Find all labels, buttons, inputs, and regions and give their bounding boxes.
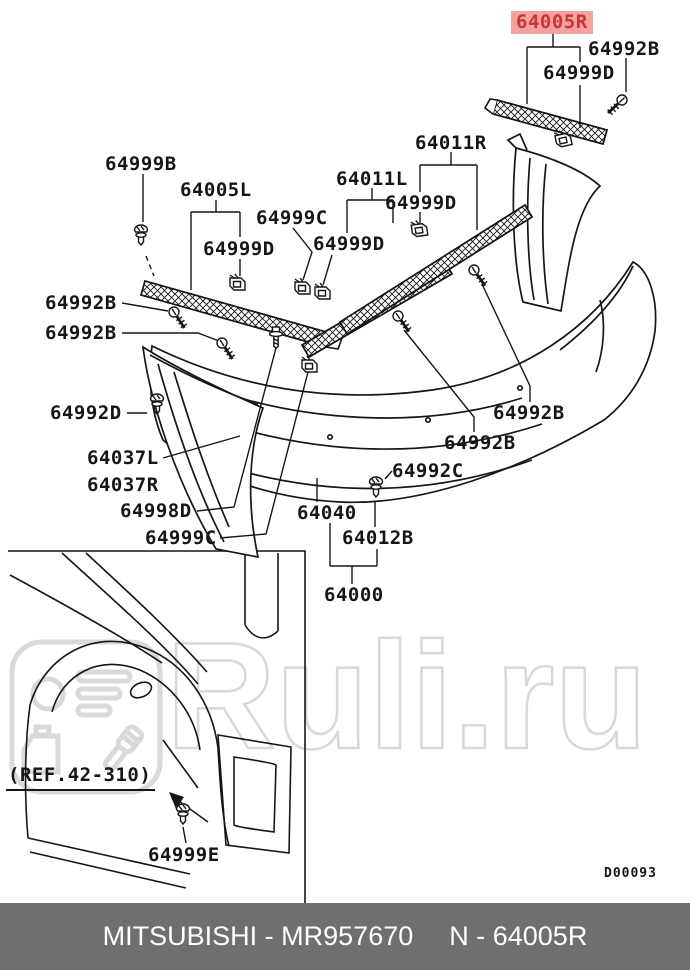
clip-64999C-bottom	[301, 355, 318, 373]
footer-page-ref: N - 64005R	[449, 921, 588, 951]
inset-quarter-panel	[8, 550, 306, 903]
footer-bar: MITSUBISHI - MR957670 N - 64005R	[0, 903, 690, 970]
corner-piece-left-art	[141, 345, 265, 559]
watermark-text: Ruli.ru	[166, 611, 647, 781]
clip-64999C-top	[294, 277, 311, 295]
part-label-64999D-c: 64999D	[385, 192, 457, 214]
part-label-64037L: 64037L	[87, 447, 159, 469]
part-label-64999D-top: 64999D	[543, 62, 615, 84]
part-label-64999C-bottom: 64999C	[145, 527, 217, 549]
part-label-64040: 64040	[297, 502, 357, 524]
part-label-64999C-top: 64999C	[256, 207, 328, 229]
bar-64005R	[483, 98, 608, 145]
part-label-64999E: 64999E	[148, 844, 220, 866]
leader-lines	[121, 33, 627, 844]
footer-brand-part: MITSUBISHI - MR957670	[102, 921, 414, 951]
part-label-64000: 64000	[324, 584, 384, 606]
part-label-64005L: 64005L	[180, 179, 252, 201]
screw-64992B-right1	[465, 263, 491, 288]
part-label-64011L: 64011L	[336, 168, 408, 190]
bar-64011R	[338, 203, 534, 336]
screw-64992B-right2	[389, 309, 415, 334]
part-label-64999D-b: 64999D	[203, 238, 275, 260]
screw-64992B-top	[606, 93, 628, 116]
clip-64999D-b	[229, 273, 246, 291]
part-label-64011R: 64011R	[415, 132, 487, 154]
part-label-64992B-right1: 64992B	[493, 402, 565, 424]
part-label-64005R-highlighted[interactable]: 64005R	[511, 11, 593, 34]
arrow-head	[169, 792, 184, 809]
part-label-64999D-d: 64999D	[313, 233, 385, 255]
part-label-64992C: 64992C	[392, 460, 464, 482]
part-label-64992B-left1: 64992B	[45, 292, 117, 314]
pin-64999B	[133, 224, 149, 246]
clip-64999D-d	[314, 282, 331, 300]
watermark-logo	[9, 639, 163, 795]
dashed-leader	[145, 255, 155, 277]
exploded-parts-drawing: Ruli.ru	[8, 33, 657, 903]
screw-64992B-left2	[213, 336, 239, 361]
clip-64999D-c	[409, 218, 429, 238]
part-label-64992B-left2: 64992B	[45, 322, 117, 344]
pin-64999E	[175, 803, 191, 825]
screw-64992B-left1	[165, 305, 191, 330]
part-label-64998D: 64998D	[120, 500, 192, 522]
corner-piece-right-art	[506, 132, 602, 313]
part-label-64037R: 64037R	[87, 474, 159, 496]
reinforcement-bars	[140, 98, 608, 359]
part-label-64999B: 64999B	[105, 153, 177, 175]
part-label-64992B-top: 64992B	[588, 38, 660, 60]
part-label-64012B: 64012B	[342, 527, 414, 549]
part-label-64992D: 64992D	[50, 402, 122, 424]
reference-label: (REF.42-310)	[6, 766, 156, 791]
part-label-64992B-right2: 64992B	[444, 432, 516, 454]
drawing-number: D00093	[604, 866, 657, 881]
